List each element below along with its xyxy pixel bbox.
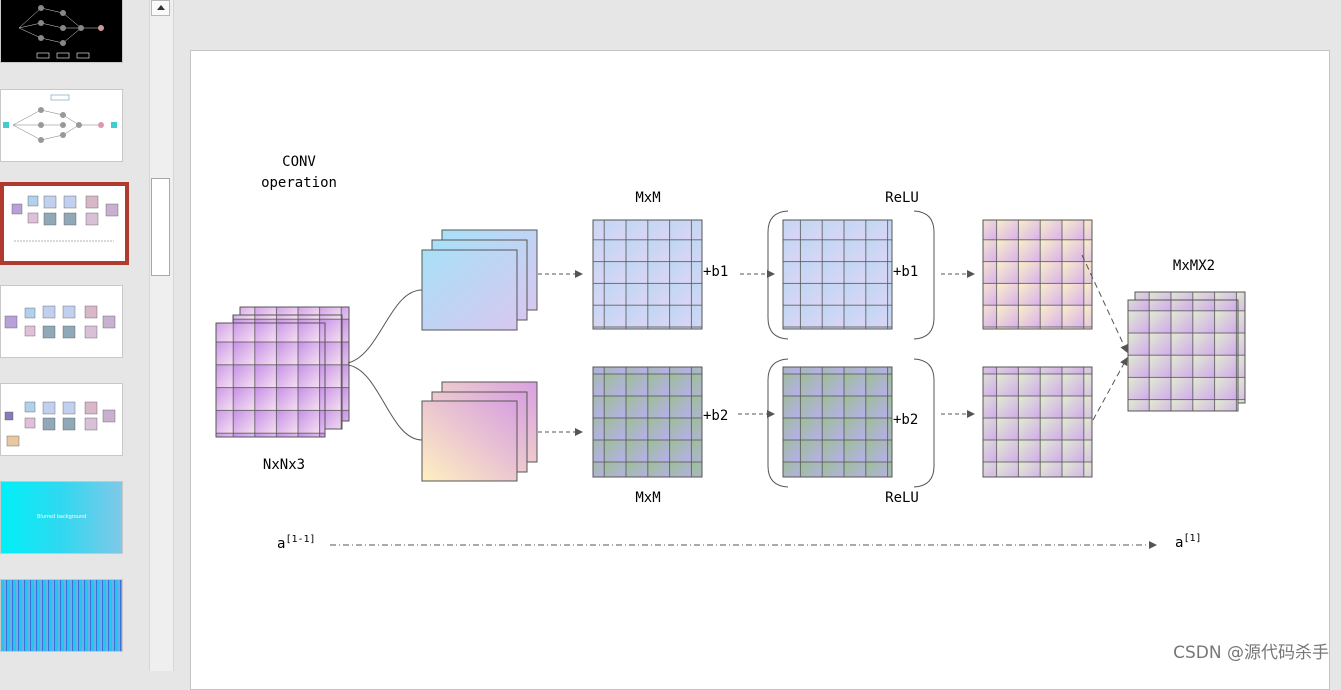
- bias-b2-right: +b2: [893, 412, 918, 428]
- slide-thumbnail-3-selected[interactable]: [0, 182, 129, 265]
- thumbnail-6-text: Blurred background: [37, 514, 87, 520]
- bias-b1-right: +b1: [893, 264, 918, 280]
- bias-b1-left: +b1: [703, 264, 728, 280]
- slide-thumbnail-7[interactable]: [0, 579, 123, 652]
- output-volume-label: MxMX2: [1173, 258, 1215, 274]
- input-volume-label: NxNx3: [263, 457, 305, 473]
- conv-label-line1: CONV: [282, 154, 316, 170]
- a-prev-label: a[1-1]: [277, 534, 316, 552]
- a-next-label: a[1]: [1175, 533, 1202, 551]
- thumbnail-2-preview: [3, 94, 117, 143]
- thumbnail-1-preview: [18, 5, 104, 59]
- bias-b2-left: +b2: [703, 408, 728, 424]
- thumbnail-4-preview: [4, 305, 116, 339]
- a-next-sup: [1]: [1183, 533, 1201, 544]
- relu-top-grid: [782, 219, 893, 330]
- top-relu-label: ReLU: [885, 190, 919, 206]
- slide-thumbnail-pane: Blurred background: [0, 0, 149, 671]
- mxm-top-grid: [592, 219, 703, 330]
- slide-thumbnail-6[interactable]: Blurred background: [0, 481, 123, 554]
- a-prev-sup: [1-1]: [285, 534, 315, 545]
- relu-bottom-grid: [782, 366, 893, 478]
- a-next-base: a: [1175, 535, 1183, 551]
- slide-thumbnail-1[interactable]: [0, 0, 123, 63]
- bottom-relu-label: ReLU: [885, 490, 919, 506]
- input-volume: [215, 306, 350, 438]
- scrollbar-thumb[interactable]: [151, 178, 170, 276]
- scroll-up-arrow-icon[interactable]: [151, 0, 170, 16]
- filter-bottom: [421, 381, 538, 482]
- activation-bottom-grid: [982, 366, 1093, 478]
- slide-thumbnail-5[interactable]: [0, 383, 123, 456]
- thumbnail-3-preview: [11, 195, 119, 242]
- activation-top-grid: [982, 219, 1093, 330]
- top-mxm-label: MxM: [635, 190, 660, 206]
- bottom-mxm-label: MxM: [635, 490, 660, 506]
- output-volume: [1127, 291, 1246, 412]
- thumbnail-scrollbar[interactable]: [149, 0, 174, 671]
- thumbnail-5-preview: [4, 401, 116, 447]
- watermark: CSDN @源代码杀手: [1173, 643, 1329, 663]
- a-prev-base: a: [277, 536, 285, 552]
- conv-diagram: CONV operation NxNx3 MxM MxM ReLU ReLU +…: [215, 154, 1246, 552]
- slide-thumbnail-4[interactable]: [0, 285, 123, 358]
- filter-top: [421, 229, 538, 331]
- mxm-bottom-grid: [592, 366, 703, 478]
- conv-label-line2: operation: [261, 175, 337, 191]
- slide-thumbnail-2[interactable]: [0, 89, 123, 162]
